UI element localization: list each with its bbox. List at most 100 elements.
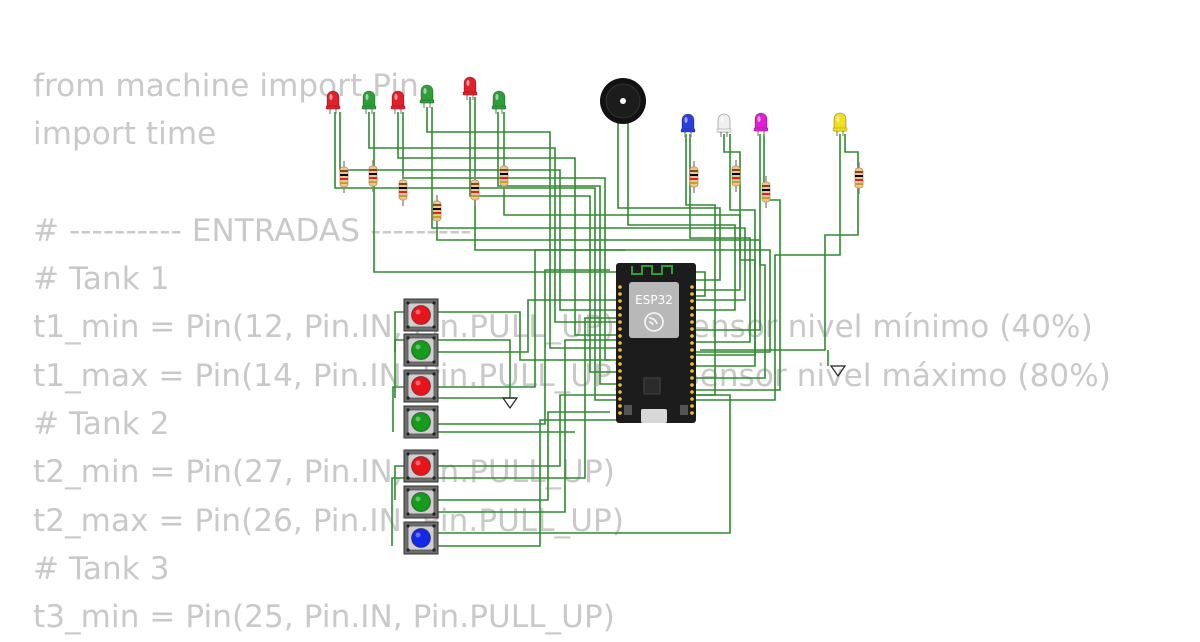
esp32-pin[interactable] [690,348,694,352]
led-red-1[interactable] [325,90,341,114]
esp32-pin[interactable] [690,285,694,289]
code-line: t2_min = Pin(27, Pin.IN, Pin.PULL_UP) [33,454,615,491]
esp32-pin[interactable] [618,299,622,303]
wire [438,269,610,425]
pushbutton-red-3[interactable] [403,449,439,483]
pushbutton-green-1[interactable] [403,333,439,367]
resistor [731,160,741,192]
wire [690,134,766,379]
pushbutton-red-1[interactable] [403,298,439,332]
esp32-pin[interactable] [618,285,622,289]
esp32-pin[interactable] [690,320,694,324]
pushbutton-green-2[interactable] [403,405,439,439]
esp32-pin[interactable] [690,313,694,317]
wire [690,134,841,401]
ground-icon [829,365,847,378]
wire [391,477,405,546]
code-line: from machine import Pin [33,68,419,104]
led-blue[interactable] [680,113,696,137]
esp32-pin[interactable] [690,306,694,310]
pushbutton-green-3[interactable] [403,485,439,519]
resistor [854,162,864,194]
wire [617,118,721,281]
esp32-pin-headers [618,285,694,415]
buzzer[interactable] [600,78,646,124]
wire [700,134,859,351]
esp32-pin[interactable] [618,292,622,296]
ground-icon [501,397,519,410]
resistor [398,174,408,206]
esp32-pin[interactable] [690,362,694,366]
esp32-label: ESP32 [635,293,673,307]
led-red-2[interactable] [390,90,406,114]
esp32-pin[interactable] [618,383,622,387]
esp32-pin[interactable] [618,369,622,373]
led-green-2[interactable] [419,84,435,108]
boot-button[interactable] [624,405,632,415]
reset-button[interactable] [680,405,688,415]
esp32-pin[interactable] [618,404,622,408]
esp32-pin[interactable] [690,355,694,359]
esp32-pin[interactable] [690,390,694,394]
ground-symbols [501,365,847,410]
code-line: # Tank 2 [33,406,170,443]
esp32-pin[interactable] [618,411,622,415]
esp32-pin[interactable] [618,313,622,317]
esp32-pin[interactable] [690,334,694,338]
esp32-pin[interactable] [618,341,622,345]
esp32-pin[interactable] [690,292,694,296]
resistor [432,195,442,227]
usb-chip [643,377,661,395]
esp32-pin[interactable] [618,334,622,338]
esp32-pin[interactable] [690,397,694,401]
code-line: t2_max = Pin(26, Pin.IN, Pin.PULL_UP) [33,502,625,539]
code-editor-background: from machine import Pin import time # --… [33,62,1111,642]
led-green-1[interactable] [361,90,377,114]
esp32-pin[interactable] [618,376,622,380]
esp32-pin[interactable] [618,348,622,352]
code-line: # ---------- ENTRADAS --------- [33,212,472,249]
esp32-pin[interactable] [618,397,622,401]
esp32-pin[interactable] [618,362,622,366]
led-white[interactable] [716,113,732,137]
wire [438,299,618,353]
code-line: t3_min = Pin(25, Pin.IN, Pin.PULL_UP) [33,599,615,636]
esp32-pin[interactable] [618,355,622,359]
esp32-pin[interactable] [618,306,622,310]
esp32-pin[interactable] [690,404,694,408]
usb-port [641,409,667,423]
wire [334,112,617,401]
resistors [339,160,864,227]
antenna-trace [631,265,673,275]
esp32-pin[interactable] [690,376,694,380]
resistor [689,161,699,193]
esp32-board[interactable]: ESP32 [616,263,696,423]
wire [497,112,617,385]
led-magenta[interactable] [753,112,769,136]
esp32-pin[interactable] [690,383,694,387]
pushbutton-blue[interactable] [403,521,439,555]
wire [690,134,756,367]
wire [438,411,610,501]
esp32-pin[interactable] [690,299,694,303]
led-yellow[interactable] [832,112,848,136]
wire [469,97,617,373]
led-red-3[interactable] [462,76,478,100]
esp32-module [629,282,679,338]
esp32-pin[interactable] [690,327,694,331]
resistor [761,176,771,208]
wire [690,134,781,391]
esp32-pin[interactable] [690,411,694,415]
esp32-pin[interactable] [618,320,622,324]
pushbutton-red-2[interactable] [403,369,439,403]
resistor [339,161,349,193]
esp32-pin[interactable] [690,341,694,345]
esp32-pin[interactable] [618,390,622,394]
wire [368,112,617,323]
esp32-pin[interactable] [618,327,622,331]
esp32-pin[interactable] [690,369,694,373]
led-green-3[interactable] [491,90,507,114]
wire [426,107,617,349]
wire [397,112,617,336]
